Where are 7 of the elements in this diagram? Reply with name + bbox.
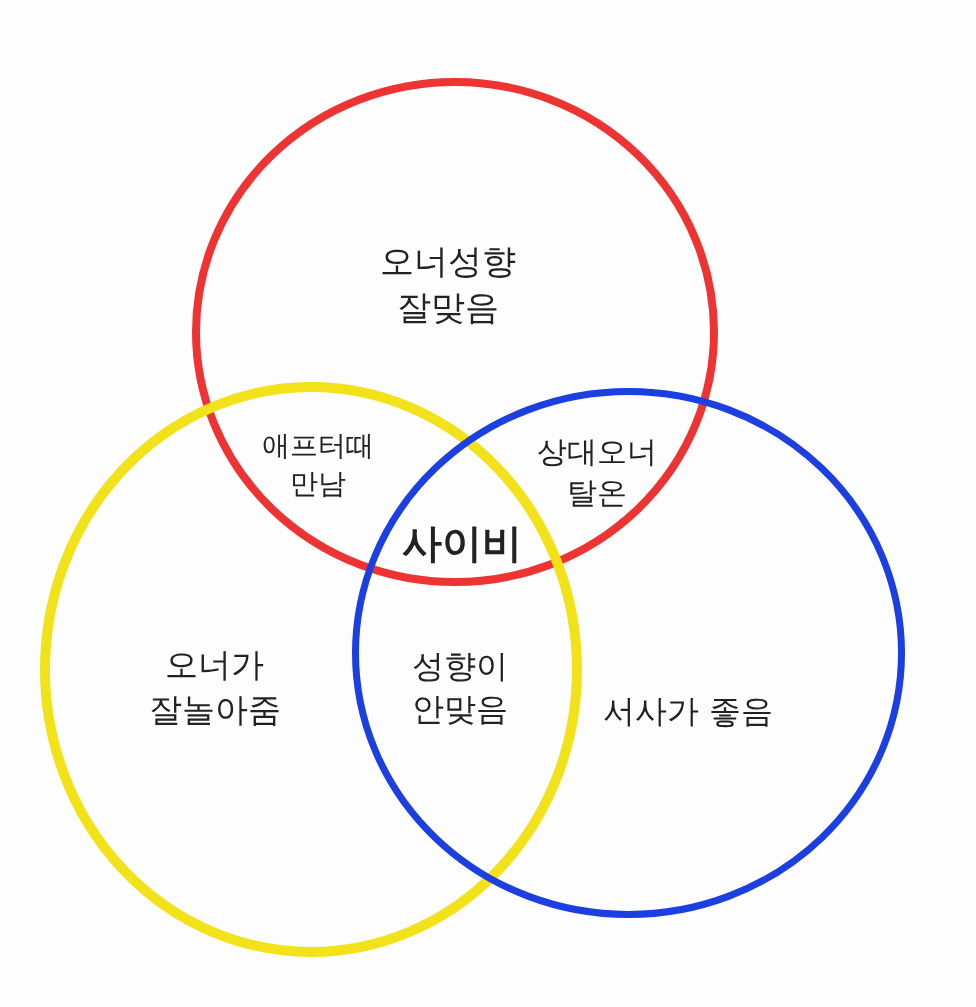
region-label: 상대오너 탈온: [536, 432, 658, 511]
region-label: 오너가 잘놀아줌: [148, 644, 282, 731]
region-label: 오너성향 잘맞음: [379, 240, 517, 329]
region-label: 성향이 안맞음: [411, 645, 509, 730]
region-label: 애프터때 만남: [261, 428, 375, 502]
region-label: 사이비: [402, 519, 522, 568]
region-label: 서사가 좋음: [602, 691, 774, 733]
